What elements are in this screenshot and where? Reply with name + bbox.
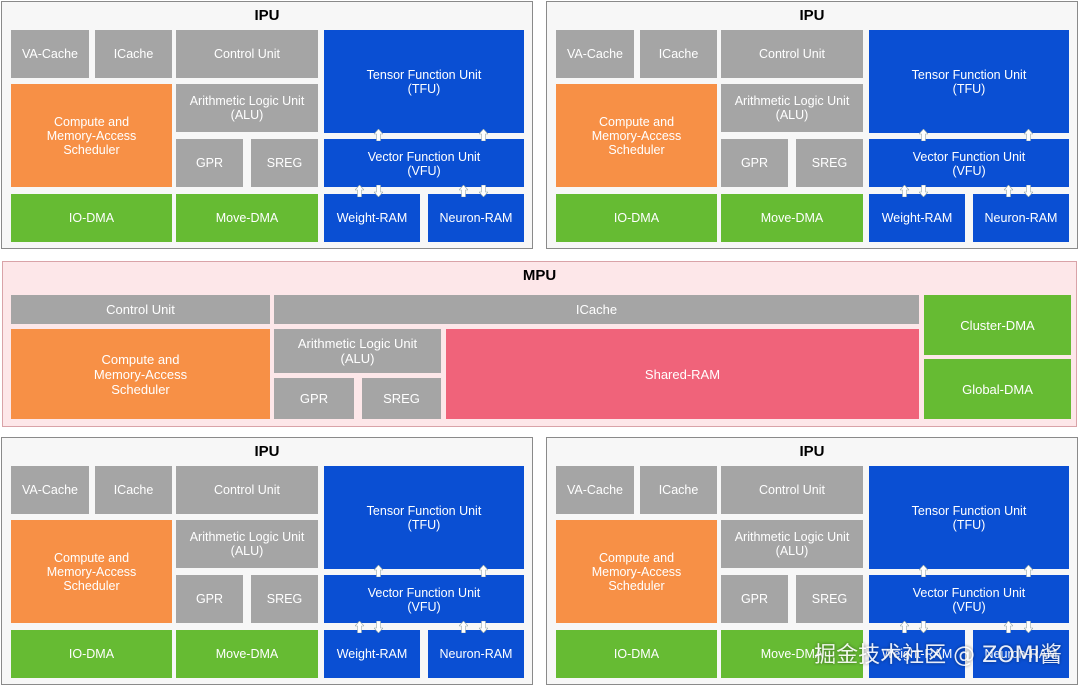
alu-block: Arithmetic Logic Unit (ALU) <box>721 84 863 132</box>
va-cache-block: VA-Cache <box>556 30 634 78</box>
watermark: 掘金技术社区 @ ZOMI酱 <box>814 643 1062 668</box>
vfu-block: Vector Function Unit (VFU) <box>869 575 1069 623</box>
shared-ram-block: Shared-RAM <box>446 329 919 419</box>
weight-ram-up-arrow <box>355 185 364 197</box>
weight-ram-down-arrow <box>919 185 928 197</box>
neuron-ram-down-arrow <box>479 621 488 633</box>
control-unit-block: Control Unit <box>176 466 318 514</box>
weight-ram-block: Weight-RAM <box>324 194 420 242</box>
tfu-block: Tensor Function Unit (TFU) <box>324 30 524 133</box>
neuron-ram-up-arrow <box>1004 621 1013 633</box>
ipu-bottom-right: IPU VA-Cache ICache Control Unit Arithme… <box>546 437 1078 685</box>
mpu-alu-block: Arithmetic Logic Unit (ALU) <box>274 329 441 373</box>
global-dma-block: Global-DMA <box>924 359 1071 419</box>
va-cache-block: VA-Cache <box>11 466 89 514</box>
vfu-to-tfu-arrow-left <box>919 129 928 141</box>
ipu-title: IPU <box>799 7 825 24</box>
scheduler-block: Compute and Memory-Access Scheduler <box>556 520 717 623</box>
tfu-block: Tensor Function Unit (TFU) <box>869 466 1069 569</box>
mpu-title: MPU <box>522 267 557 284</box>
weight-ram-down-arrow <box>919 621 928 633</box>
vfu-to-tfu-arrow-left <box>919 565 928 577</box>
neuron-ram-block: Neuron-RAM <box>973 194 1069 242</box>
move-dma-block: Move-DMA <box>176 194 318 242</box>
gpr-block: GPR <box>176 575 243 623</box>
weight-ram-block: Weight-RAM <box>869 630 965 678</box>
weight-ram-down-arrow <box>374 185 383 197</box>
control-unit-block: Control Unit <box>176 30 318 78</box>
vfu-block: Vector Function Unit (VFU) <box>324 139 524 187</box>
icache-block: ICache <box>95 30 172 78</box>
control-unit-block: Control Unit <box>721 30 863 78</box>
neuron-ram-block: Neuron-RAM <box>428 630 524 678</box>
ipu-top-left: IPU VA-Cache ICache Control Unit Arithme… <box>1 1 533 249</box>
move-dma-block: Move-DMA <box>176 630 318 678</box>
vfu-to-tfu-arrow-right <box>479 129 488 141</box>
mpu: MPU Control Unit ICache Compute and Memo… <box>2 261 1077 427</box>
vfu-block: Vector Function Unit (VFU) <box>324 575 524 623</box>
neuron-ram-down-arrow <box>1024 185 1033 197</box>
ipu-top-right: IPU VA-Cache ICache Control Unit Arithme… <box>546 1 1078 249</box>
neuron-ram-block: Neuron-RAM <box>973 630 1069 678</box>
gpr-block: GPR <box>176 139 243 187</box>
io-dma-block: IO-DMA <box>11 630 172 678</box>
mpu-control-unit-block: Control Unit <box>11 295 270 324</box>
neuron-ram-up-arrow <box>1004 185 1013 197</box>
neuron-ram-up-arrow <box>459 621 468 633</box>
icache-block: ICache <box>640 466 717 514</box>
vfu-to-tfu-arrow-left <box>374 129 383 141</box>
scheduler-block: Compute and Memory-Access Scheduler <box>11 84 172 187</box>
mpu-sreg-block: SREG <box>362 378 441 419</box>
gpr-block: GPR <box>721 139 788 187</box>
vfu-to-tfu-arrow-right <box>479 565 488 577</box>
vfu-block: Vector Function Unit (VFU) <box>869 139 1069 187</box>
weight-ram-block: Weight-RAM <box>324 630 420 678</box>
io-dma-block: IO-DMA <box>556 194 717 242</box>
gpr-block: GPR <box>721 575 788 623</box>
neuron-ram-up-arrow <box>459 185 468 197</box>
alu-block: Arithmetic Logic Unit (ALU) <box>176 84 318 132</box>
alu-block: Arithmetic Logic Unit (ALU) <box>176 520 318 568</box>
va-cache-block: VA-Cache <box>11 30 89 78</box>
ipu-title: IPU <box>799 443 825 460</box>
ipu-bottom-left: IPU VA-Cache ICache Control Unit Arithme… <box>1 437 533 685</box>
move-dma-block: Move-DMA <box>721 630 863 678</box>
ipu-title: IPU <box>254 7 280 24</box>
va-cache-block: VA-Cache <box>556 466 634 514</box>
neuron-ram-block: Neuron-RAM <box>428 194 524 242</box>
weight-ram-block: Weight-RAM <box>869 194 965 242</box>
alu-block: Arithmetic Logic Unit (ALU) <box>721 520 863 568</box>
vfu-to-tfu-arrow-right <box>1024 129 1033 141</box>
vfu-to-tfu-arrow-left <box>374 565 383 577</box>
sreg-block: SREG <box>251 139 318 187</box>
sreg-block: SREG <box>796 575 863 623</box>
icache-block: ICache <box>95 466 172 514</box>
weight-ram-down-arrow <box>374 621 383 633</box>
mpu-gpr-block: GPR <box>274 378 354 419</box>
tfu-block: Tensor Function Unit (TFU) <box>324 466 524 569</box>
vfu-to-tfu-arrow-right <box>1024 565 1033 577</box>
icache-block: ICache <box>640 30 717 78</box>
ipu-title: IPU <box>254 443 280 460</box>
move-dma-block: Move-DMA <box>721 194 863 242</box>
mpu-icache-block: ICache <box>274 295 919 324</box>
neuron-ram-down-arrow <box>479 185 488 197</box>
cluster-dma-block: Cluster-DMA <box>924 295 1071 355</box>
sreg-block: SREG <box>251 575 318 623</box>
tfu-block: Tensor Function Unit (TFU) <box>869 30 1069 133</box>
weight-ram-up-arrow <box>900 185 909 197</box>
weight-ram-up-arrow <box>900 621 909 633</box>
weight-ram-up-arrow <box>355 621 364 633</box>
sreg-block: SREG <box>796 139 863 187</box>
neuron-ram-down-arrow <box>1024 621 1033 633</box>
io-dma-block: IO-DMA <box>556 630 717 678</box>
io-dma-block: IO-DMA <box>11 194 172 242</box>
scheduler-block: Compute and Memory-Access Scheduler <box>556 84 717 187</box>
scheduler-block: Compute and Memory-Access Scheduler <box>11 520 172 623</box>
mpu-scheduler-block: Compute and Memory-Access Scheduler <box>11 329 270 419</box>
control-unit-block: Control Unit <box>721 466 863 514</box>
